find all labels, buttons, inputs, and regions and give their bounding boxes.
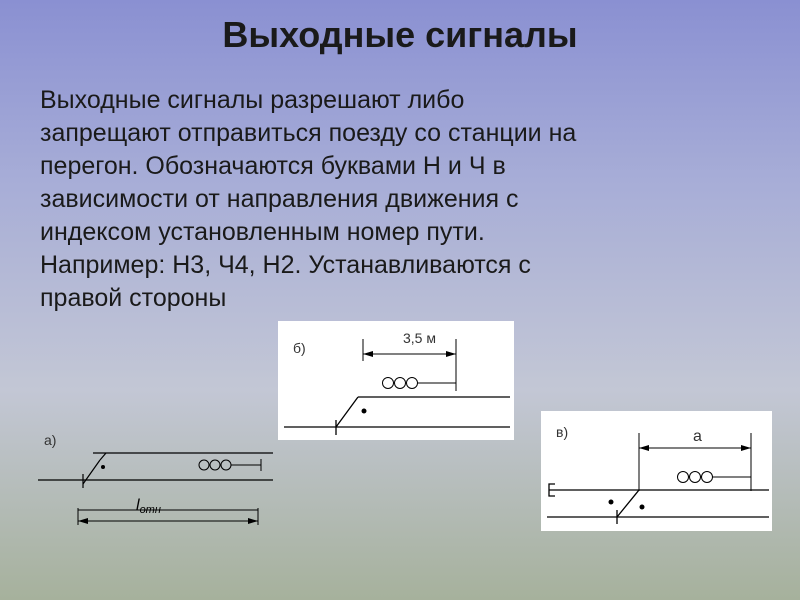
body-line: правой стороны — [40, 284, 227, 312]
diagram-b-label: б) — [293, 340, 306, 356]
slide-title: Выходные сигналы — [222, 14, 578, 55]
signal-lights — [198, 459, 262, 471]
dimension-label: lотн — [136, 497, 161, 516]
dimension-label: а — [693, 428, 702, 445]
slide-body-text: Выходные сигналы разрешают либо запрещаю… — [40, 84, 760, 315]
body-line: перегон. Обозначаются буквами Н и Ч в — [40, 152, 506, 180]
diagram-b-panel: б) 3,5 м — [278, 321, 514, 440]
diagram-a: а) lотн — [38, 432, 273, 525]
diagram-b: б) 3,5 м — [284, 330, 510, 435]
body-line: Например: Н3, Ч4, Н2. Устанавливаются с — [40, 251, 531, 279]
diagram-v-label: в) — [556, 424, 568, 440]
dimension-label: 3,5 м — [403, 330, 436, 346]
signal-mark — [608, 499, 614, 505]
body-line: зависимости от направления движения с — [40, 185, 519, 213]
diagram-v: в) а — [547, 424, 769, 524]
diagram-a-label: а) — [44, 432, 56, 448]
signal-mark — [361, 408, 367, 414]
body-line: Выходные сигналы разрешают либо — [40, 86, 465, 114]
signal-mark — [639, 504, 645, 510]
signal-lights — [382, 377, 456, 389]
signal-mark — [101, 465, 105, 469]
signal-lights — [677, 471, 751, 483]
diagram-v-panel: в) а — [541, 411, 772, 531]
body-line: запрещают отправиться поезду со станции … — [40, 119, 577, 147]
body-line: индексом установленным номер пути. — [40, 218, 485, 246]
